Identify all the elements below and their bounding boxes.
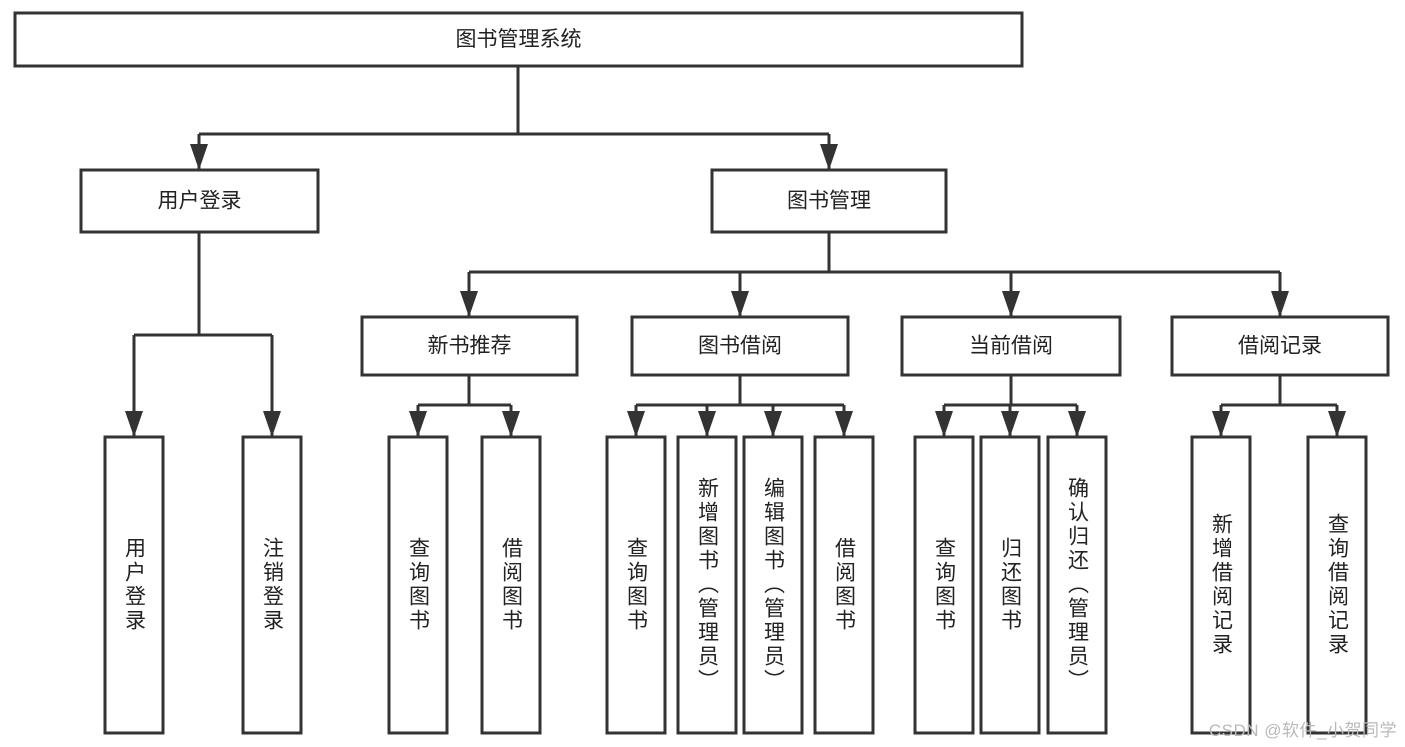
node-label-wrap-leaf-user-login: 用户登录	[105, 437, 163, 733]
node-label-leaf-user-login: 用户登录	[122, 537, 146, 633]
node-label-wrap-leaf-query-book-2: 查询图书	[607, 437, 665, 733]
node-label-leaf-confirm-return-admin: 确认归还（管理员）	[1065, 477, 1089, 693]
node-label-leaf-borrow-book-1: 借阅图书	[499, 537, 523, 633]
node-box-leaf-query-book-1[interactable]	[387, 435, 449, 735]
node-box-leaf-logout[interactable]	[241, 435, 303, 735]
node-label-leaf-add-borrow-record: 新增借阅记录	[1209, 513, 1233, 657]
node-label-new-book-rec: 新书推荐	[428, 335, 512, 358]
node-box-leaf-confirm-return-admin[interactable]	[1046, 435, 1108, 735]
arrow-head-icon	[409, 411, 427, 437]
node-label-leaf-logout: 注销登录	[260, 537, 284, 633]
arrow-head-icon	[764, 411, 782, 437]
node-box-leaf-edit-book-admin[interactable]	[742, 435, 804, 735]
node-label-wrap-leaf-query-book-1: 查询图书	[389, 437, 447, 733]
node-label-leaf-borrow-book-2: 借阅图书	[832, 537, 856, 633]
arrow-head-icon	[1001, 411, 1019, 437]
node-label-borrow-record: 借阅记录	[1238, 335, 1322, 358]
node-box-leaf-query-book-2[interactable]	[605, 435, 667, 735]
node-label-wrap-leaf-return-book: 归还图书	[981, 437, 1039, 733]
node-box-leaf-borrow-book-1[interactable]	[480, 435, 542, 735]
node-label-leaf-return-book: 归还图书	[998, 537, 1022, 633]
arrow-head-icon	[460, 291, 478, 317]
node-label-wrap-leaf-borrow-book-2: 借阅图书	[815, 437, 873, 733]
node-box-leaf-return-book[interactable]	[979, 435, 1041, 735]
node-label-wrap-leaf-query-book-3: 查询图书	[915, 437, 973, 733]
node-label-wrap-leaf-confirm-return-admin: 确认归还（管理员）	[1048, 437, 1106, 733]
node-box-current-borrow[interactable]	[900, 315, 1122, 377]
node-box-leaf-query-book-3[interactable]	[913, 435, 975, 735]
arrow-head-icon	[820, 144, 838, 170]
node-label-user-login: 用户登录	[158, 190, 242, 213]
arrow-head-icon	[125, 411, 143, 437]
arrow-head-icon	[1068, 411, 1086, 437]
node-box-book-borrow[interactable]	[630, 315, 850, 377]
node-label-wrap-leaf-add-borrow-record: 新增借阅记录	[1192, 437, 1250, 733]
arrow-head-icon	[1271, 291, 1289, 317]
node-box-leaf-user-login[interactable]	[103, 435, 165, 735]
node-box-leaf-query-borrow-record[interactable]	[1306, 435, 1368, 735]
node-box-leaf-add-borrow-record[interactable]	[1190, 435, 1252, 735]
node-label-wrap-leaf-add-book-admin: 新增图书（管理员）	[678, 437, 736, 733]
node-label-leaf-query-borrow-record: 查询借阅记录	[1325, 513, 1349, 657]
node-label-leaf-query-book-3: 查询图书	[932, 537, 956, 633]
node-label-leaf-edit-book-admin: 编辑图书（管理员）	[761, 477, 785, 693]
node-label-root: 图书管理系统	[456, 28, 582, 51]
node-label-current-borrow: 当前借阅	[969, 335, 1053, 358]
arrow-head-icon	[731, 291, 749, 317]
arrow-head-icon	[835, 411, 853, 437]
node-box-leaf-borrow-book-2[interactable]	[813, 435, 875, 735]
node-box-leaf-add-book-admin[interactable]	[676, 435, 738, 735]
arrow-head-icon	[627, 411, 645, 437]
connector-lines	[125, 66, 1346, 437]
node-label-wrap-leaf-query-borrow-record: 查询借阅记录	[1308, 437, 1366, 733]
node-label-wrap-leaf-borrow-book-1: 借阅图书	[482, 437, 540, 733]
arrow-head-icon	[698, 411, 716, 437]
node-box-user-login[interactable]	[79, 168, 320, 234]
node-label-book-borrow: 图书借阅	[698, 335, 782, 358]
node-box-book-manage[interactable]	[710, 168, 948, 234]
arrow-head-icon	[1002, 291, 1020, 317]
arrow-head-icon	[1328, 411, 1346, 437]
node-label-wrap-leaf-logout: 注销登录	[243, 437, 301, 733]
arrow-head-icon	[502, 411, 520, 437]
node-label-book-manage: 图书管理	[787, 190, 871, 213]
arrow-head-icon	[190, 144, 208, 170]
node-label-wrap-leaf-edit-book-admin: 编辑图书（管理员）	[744, 437, 802, 733]
node-label-leaf-add-book-admin: 新增图书（管理员）	[695, 477, 719, 693]
node-label-leaf-query-book-2: 查询图书	[624, 537, 648, 633]
node-box-borrow-record[interactable]	[1170, 315, 1390, 377]
node-box-new-book-rec[interactable]	[360, 315, 579, 377]
node-box-root[interactable]	[13, 11, 1024, 68]
node-label-leaf-query-book-1: 查询图书	[406, 537, 430, 633]
arrow-head-icon	[1212, 411, 1230, 437]
arrow-head-icon	[263, 411, 281, 437]
arrow-head-icon	[935, 411, 953, 437]
